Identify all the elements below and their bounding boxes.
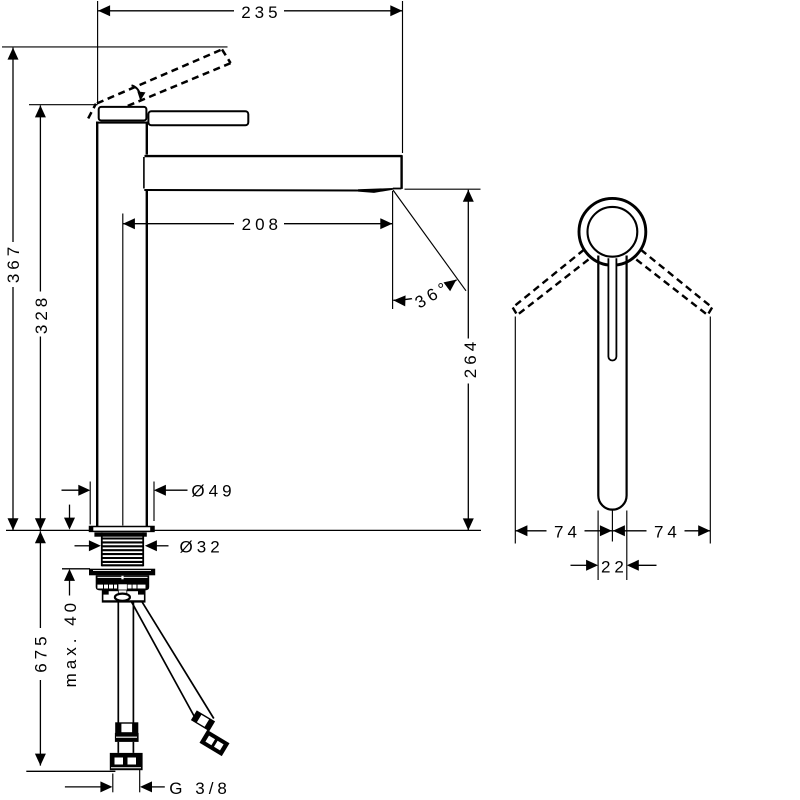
svg-text:235: 235 (241, 3, 281, 22)
svg-text:264: 264 (461, 338, 480, 378)
svg-text:22: 22 (601, 558, 628, 577)
svg-text:74: 74 (654, 522, 681, 541)
svg-text:675: 675 (32, 632, 51, 672)
svg-text:208: 208 (242, 215, 282, 234)
svg-text:Ø49: Ø49 (191, 482, 235, 501)
svg-text:max. 40: max. 40 (61, 599, 80, 687)
svg-text:367: 367 (4, 243, 23, 283)
svg-text:G 3/8: G 3/8 (169, 779, 231, 798)
svg-text:74: 74 (554, 522, 581, 541)
svg-text:Ø32: Ø32 (180, 538, 224, 557)
svg-text:328: 328 (32, 294, 51, 334)
